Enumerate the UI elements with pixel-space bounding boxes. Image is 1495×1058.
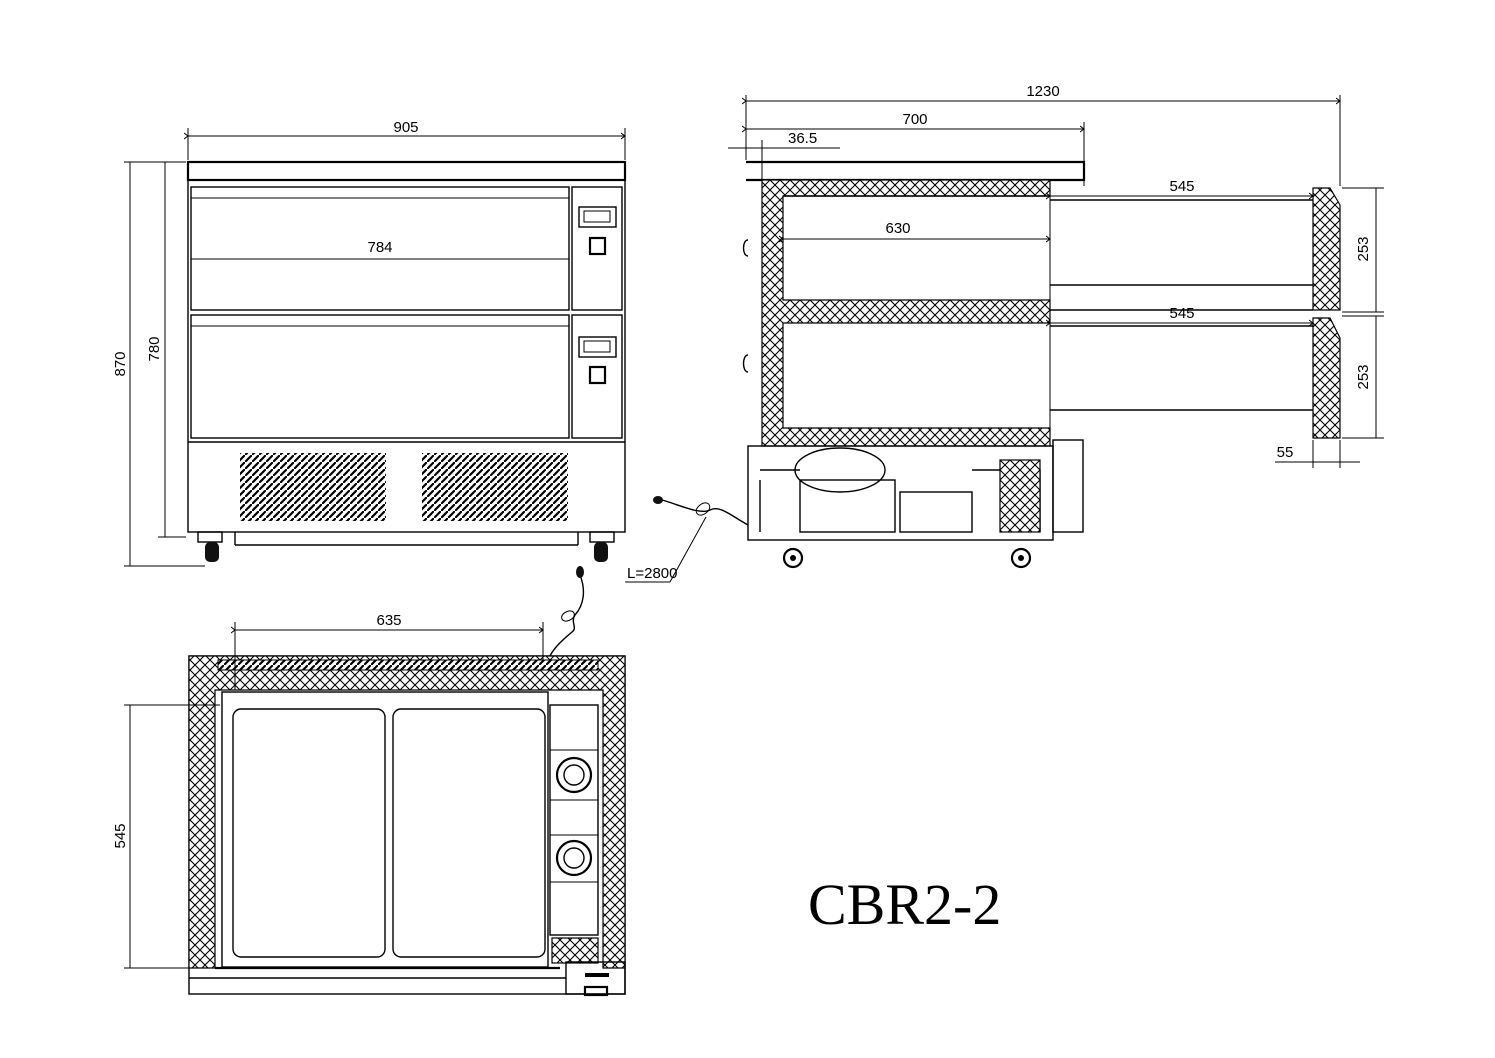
dim-drawer-inner-width: 784 <box>367 239 392 256</box>
dim-drawer-extension-top: 545 <box>1169 178 1194 195</box>
dim-drawer-length: 630 <box>885 220 910 237</box>
fan-icon <box>555 839 593 877</box>
dim-drawer-front-depth: 55 <box>1277 444 1294 461</box>
castor-icon <box>1010 547 1032 569</box>
dim-cable-length: L=2800 <box>627 565 677 582</box>
dim-front-width: 905 <box>393 119 418 136</box>
power-cable-icon <box>653 496 749 526</box>
dim-side-total-depth: 1230 <box>1026 83 1059 100</box>
plan-view: 635 545 <box>112 612 626 997</box>
castor-icon <box>197 531 223 562</box>
dim-back-offset: 36.5 <box>788 130 817 147</box>
vent-grille-right <box>422 453 568 521</box>
dim-drawer-height-top: 253 <box>1355 236 1372 261</box>
model-title: CBR2-2 <box>808 872 1001 937</box>
vent-grille-left <box>240 453 386 521</box>
dim-drawer-height-bottom: 253 <box>1355 364 1372 389</box>
fan-icon <box>555 756 593 794</box>
front-view: 905 784 870 780 <box>112 119 627 661</box>
dim-plan-inner-width: 635 <box>376 612 401 629</box>
dim-side-cabinet-depth: 700 <box>902 111 927 128</box>
power-cable-icon <box>547 566 585 661</box>
dim-overall-height: 870 <box>112 351 129 376</box>
castor-icon <box>589 531 615 562</box>
side-section-view: L=2800 1230 700 36.5 630 545 545 253 253 <box>625 83 1384 583</box>
castor-icon <box>782 547 804 569</box>
dim-drawer-extension-bottom: 545 <box>1169 305 1194 322</box>
dim-plan-inner-depth: 545 <box>112 823 129 848</box>
dim-body-height: 780 <box>146 336 163 361</box>
